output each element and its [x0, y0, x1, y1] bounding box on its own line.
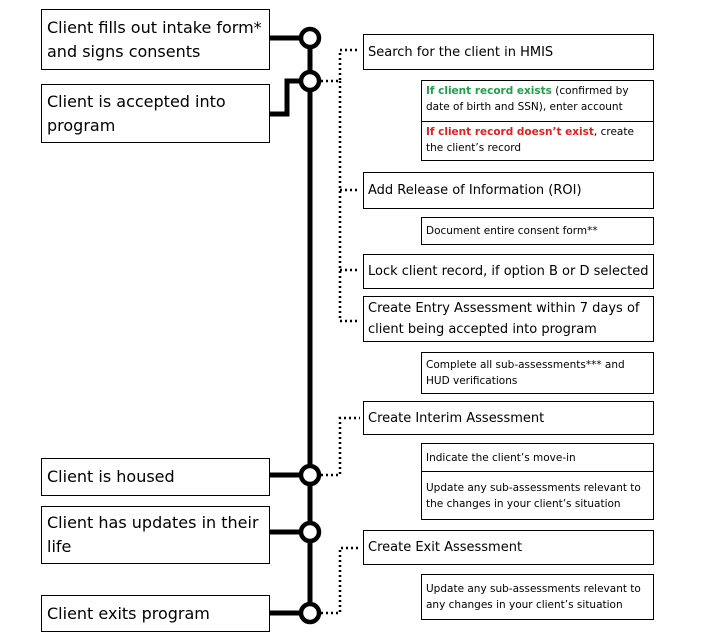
substep-move-in: Indicate the client’s move-in [421, 443, 654, 472]
record-exists-action: (confirmed by date of birth and SSN), en… [426, 85, 629, 113]
substep-update-interim: Update any sub-assessments relevant to t… [421, 471, 654, 520]
step-roi: Add Release of Information (ROI) [363, 172, 654, 209]
update-exit-label: Update any sub-assessments relevant to a… [426, 583, 641, 611]
sub-assessments-label: Complete all sub-assessments*** and HUD … [426, 359, 625, 387]
step-lock-label: Lock client record, if option B or D sel… [368, 264, 649, 279]
step-entry: Create Entry Assessment within 7 days of… [363, 296, 654, 342]
node-housed [298, 463, 322, 487]
substep-record-missing: If client record doesn’t exist, create t… [421, 121, 654, 161]
record-missing-condition: If client record doesn’t exist [426, 126, 594, 138]
dotted-link-accepted [321, 48, 360, 83]
event-exits-label: Client exits program [47, 603, 210, 623]
node-accepted [298, 69, 322, 93]
event-updates-label: Client has updates in their life [47, 513, 259, 556]
substep-update-exit: Update any sub-assessments relevant to a… [421, 574, 654, 620]
node-intake [298, 26, 322, 50]
event-updates: Client has updates in their life [41, 506, 270, 564]
step-roi-label: Add Release of Information (ROI) [368, 183, 582, 198]
substep-record-exists: If client record exists (confirmed by da… [421, 80, 654, 122]
event-exits: Client exits program [41, 595, 270, 632]
step-exit: Create Exit Assessment [363, 530, 654, 565]
update-interim-label: Update any sub-assessments relevant to t… [426, 481, 641, 510]
step-entry-label: Create Entry Assessment within 7 days of… [368, 301, 640, 337]
substep-sub-assessments: Complete all sub-assessments*** and HUD … [421, 352, 654, 394]
record-missing-action: , create the client’s record [426, 126, 634, 154]
step-search-label: Search for the client in HMIS [368, 44, 554, 60]
node-exits [298, 601, 322, 625]
event-intake-label: Client fills out intake form* and signs … [47, 17, 262, 61]
connector-accepted [269, 78, 310, 117]
step-lock: Lock client record, if option B or D sel… [363, 254, 654, 289]
event-housed-label: Client is housed [47, 467, 175, 486]
consent-label: Document entire consent form** [426, 225, 598, 237]
substep-consent: Document entire consent form** [421, 217, 654, 245]
event-housed: Client is housed [41, 458, 270, 496]
step-interim-label: Create Interim Assessment [368, 410, 545, 426]
event-accepted-label: Client is accepted into program [47, 91, 226, 135]
event-intake: Client fills out intake form* and signs … [41, 9, 270, 70]
step-exit-label: Create Exit Assessment [368, 540, 523, 555]
record-exists-condition: If client record exists [426, 85, 552, 97]
step-search: Search for the client in HMIS [363, 34, 654, 70]
move-in-label: Indicate the client’s move-in [426, 451, 576, 464]
event-accepted: Client is accepted into program [41, 84, 270, 143]
node-updates [298, 520, 322, 544]
dotted-link-exit [321, 546, 360, 615]
step-interim: Create Interim Assessment [363, 401, 654, 435]
dotted-link-housed [321, 416, 360, 477]
